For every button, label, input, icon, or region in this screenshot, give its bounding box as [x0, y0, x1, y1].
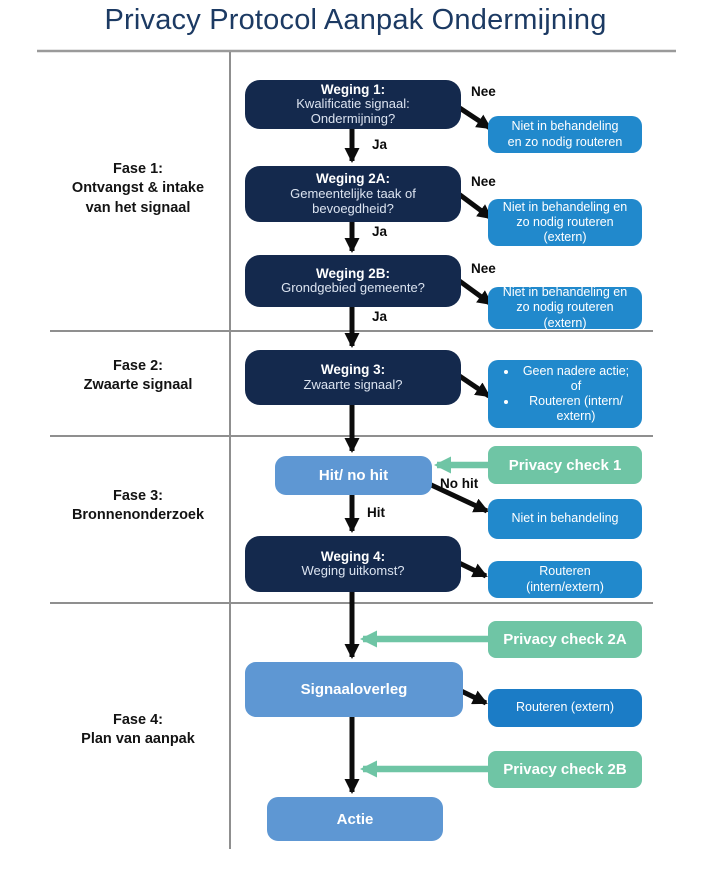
edge-label-nee-1: Nee	[471, 84, 496, 99]
arrow-no-hit	[425, 480, 489, 514]
phase-label-1: Fase 1: Ontvangst & intake van het signa…	[38, 160, 238, 218]
node-weging2a-heading: Weging 2A:	[316, 171, 390, 187]
node-weging3: Weging 3: Zwaarte signaal?	[245, 350, 461, 405]
phase-3-desc: Bronnenonderzoek	[71, 507, 205, 524]
outcome-niet-in-behandeling-extern-1: Niet in behandeling en zo nodig routeren…	[488, 199, 642, 246]
page-title: Privacy Protocol Aanpak Ondermijning	[104, 4, 607, 36]
outcome-routeren-extern: Routeren (extern)	[488, 689, 642, 727]
node-weging2a-body: Gemeentelijke taak of bevoegdheid?	[290, 185, 416, 216]
outcome-routeren-intern-extern: Routeren (intern/extern)	[488, 561, 642, 598]
node-weging3-heading: Weging 3:	[320, 362, 386, 378]
edge-label-ja-2: Ja	[372, 224, 388, 239]
node-weging2a: Weging 2A: Gemeentelijke taak of bevoegd…	[245, 166, 461, 222]
node-weging2b-heading: Weging 2B:	[316, 265, 390, 281]
node-weging4-body: Weging uitkomst?	[301, 563, 405, 579]
node-weging1-heading: Weging 1:	[320, 81, 386, 97]
outcome-niet-in-behandeling: Niet in behandeling	[488, 499, 642, 539]
edge-label-ja-1: Ja	[372, 137, 388, 152]
node-hit-no-hit: Hit/ no hit	[275, 456, 432, 495]
privacy-check-1-box: Privacy check 1	[488, 446, 642, 484]
outcome-bullet-geen-actie: Geen nadere actie; of	[518, 364, 634, 395]
node-weging3-body: Zwaarte signaal?	[303, 376, 403, 392]
phase-label-4: Fase 4: Plan van aanpak	[38, 711, 238, 750]
privacy-check-2b-box: Privacy check 2B	[488, 751, 642, 788]
phase-1-name: Fase 1:	[113, 161, 163, 177]
node-weging1-body: Kwalificatie signaal: Ondermijning?	[296, 96, 410, 127]
node-signaaloverleg: Signaaloverleg	[245, 662, 463, 717]
edge-label-ja-3: Ja	[372, 309, 388, 324]
privacy-check-2a-box: Privacy check 2A	[488, 621, 642, 658]
node-weging4: Weging 4: Weging uitkomst?	[245, 536, 461, 592]
phase-label-3: Fase 3: Bronnenonderzoek	[38, 487, 238, 526]
outcome-niet-in-behandeling-routeren: Niet in behandeling en zo nodig routeren	[488, 116, 642, 153]
outcome-bullet-routeren: Routeren (intern/ extern)	[518, 394, 634, 425]
outcome-niet-in-behandeling-extern-2: Niet in behandeling en zo nodig routeren…	[488, 285, 642, 330]
edge-label-nee-2: Nee	[471, 174, 496, 189]
edge-label-hit: Hit	[367, 505, 385, 520]
node-actie: Actie	[267, 797, 443, 841]
node-weging2b: Weging 2B: Grondgebied gemeente?	[245, 255, 461, 307]
node-weging1: Weging 1: Kwalificatie signaal: Ondermij…	[245, 80, 461, 129]
node-weging4-heading: Weging 4:	[320, 548, 386, 564]
node-weging2b-body: Grondgebied gemeente?	[281, 280, 425, 296]
outcome-geen-nadere-actie: Geen nadere actie; of Routeren (intern/ …	[488, 360, 642, 428]
edge-label-nee-3: Nee	[471, 261, 496, 276]
phase-2-desc: Zwaarte signaal	[83, 377, 193, 394]
phase-1-desc: Ontvangst & intake van het signaal	[71, 180, 205, 216]
phase-4-desc: Plan van aanpak	[81, 731, 195, 748]
phase-3-name: Fase 3:	[113, 488, 163, 504]
phase-label-2: Fase 2: Zwaarte signaal	[38, 357, 238, 396]
edge-label-no-hit: No hit	[440, 476, 479, 491]
phase-4-name: Fase 4:	[113, 712, 163, 728]
phase-2-name: Fase 2:	[113, 358, 163, 374]
